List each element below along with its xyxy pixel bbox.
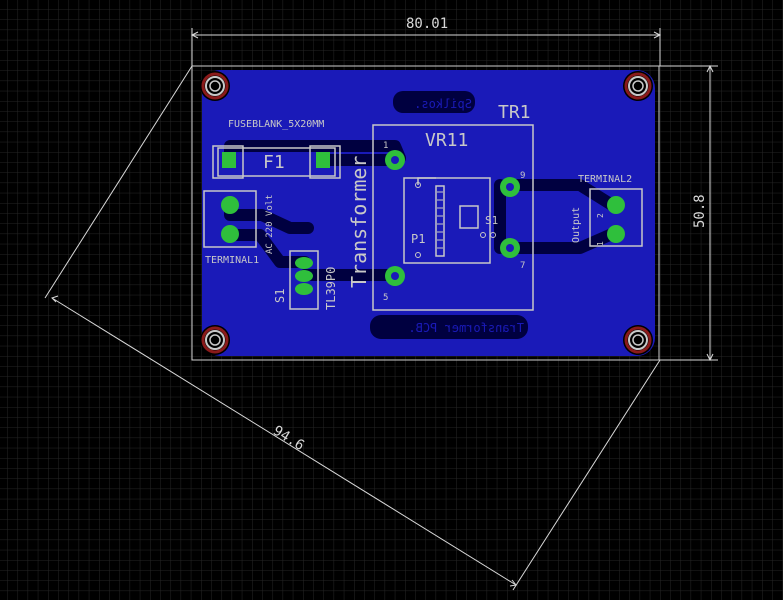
terminal2-pin1-label: 1: [596, 241, 605, 246]
logo-text: Spilkos.: [414, 97, 472, 111]
switch-part-label: TL39P0: [324, 267, 338, 310]
pin9-label: 9: [520, 171, 525, 181]
pin5-label: 5: [383, 293, 388, 303]
fuse-pad-1[interactable]: [222, 152, 236, 168]
terminal-1[interactable]: TERMINAL1 AC 220 Volt: [203, 190, 275, 266]
fuse-f1[interactable]: FUSEBLANK_5X20MM F1: [212, 119, 341, 179]
switch-s1[interactable]: S1 TL39P0: [273, 250, 338, 310]
terminal1-pad-1[interactable]: [221, 196, 239, 214]
switch-ref-label: S1: [273, 289, 287, 303]
dimension-width-label: 80.01: [406, 16, 448, 32]
switch-pad-3[interactable]: [295, 283, 313, 295]
transformer-tr1[interactable]: Transformer TR1 1 5 9 7: [347, 102, 534, 311]
mounting-hole-tr[interactable]: [623, 71, 653, 101]
pin7-label: 7: [520, 261, 525, 271]
terminal2-pin2-label: 2: [596, 213, 605, 218]
tr-ref-label: TR1: [498, 102, 531, 123]
pot-s1-label: S1: [485, 214, 498, 227]
dimension-height[interactable]: [659, 64, 718, 362]
terminal2-pad-1[interactable]: [607, 196, 625, 214]
switch-pad-2[interactable]: [295, 270, 313, 282]
pin1-label: 1: [383, 141, 388, 151]
mounting-hole-br[interactable]: [623, 325, 653, 355]
ac-voltage-label: AC 220 Volt: [265, 194, 275, 254]
switch-pad-1[interactable]: [295, 257, 313, 269]
vr-ref-label: VR11: [425, 130, 468, 151]
mounting-hole-tl[interactable]: [200, 71, 230, 101]
terminal2-label: TERMINAL2: [578, 174, 632, 185]
dimension-width[interactable]: [190, 28, 662, 66]
pot-p1-label: P1: [411, 232, 425, 246]
fuse-pad-2[interactable]: [316, 152, 330, 168]
board-outline[interactable]: [191, 65, 660, 361]
output-label: Output: [571, 207, 582, 243]
transformer-label: Transformer: [347, 156, 371, 288]
board-title-group[interactable]: Transformer PCB.: [370, 315, 528, 339]
terminal-2[interactable]: TERMINAL2 Output 1 2: [571, 174, 643, 247]
mounting-hole-bl[interactable]: [200, 325, 230, 355]
terminal2-pad-2[interactable]: [607, 225, 625, 243]
terminal1-pad-2[interactable]: [221, 225, 239, 243]
board-title-text: Transformer PCB.: [408, 321, 524, 335]
vr11-regulator[interactable]: VR11 P1 S1: [403, 130, 498, 264]
fuse-ref-label: F1: [263, 152, 285, 173]
dimension-diagonal[interactable]: [44, 65, 661, 591]
terminal1-label: TERMINAL1: [205, 255, 259, 266]
fuse-name-label: FUSEBLANK_5X20MM: [228, 119, 324, 130]
logo-group[interactable]: Spilkos.: [393, 91, 475, 113]
dimension-height-label: 50.8: [692, 194, 708, 228]
